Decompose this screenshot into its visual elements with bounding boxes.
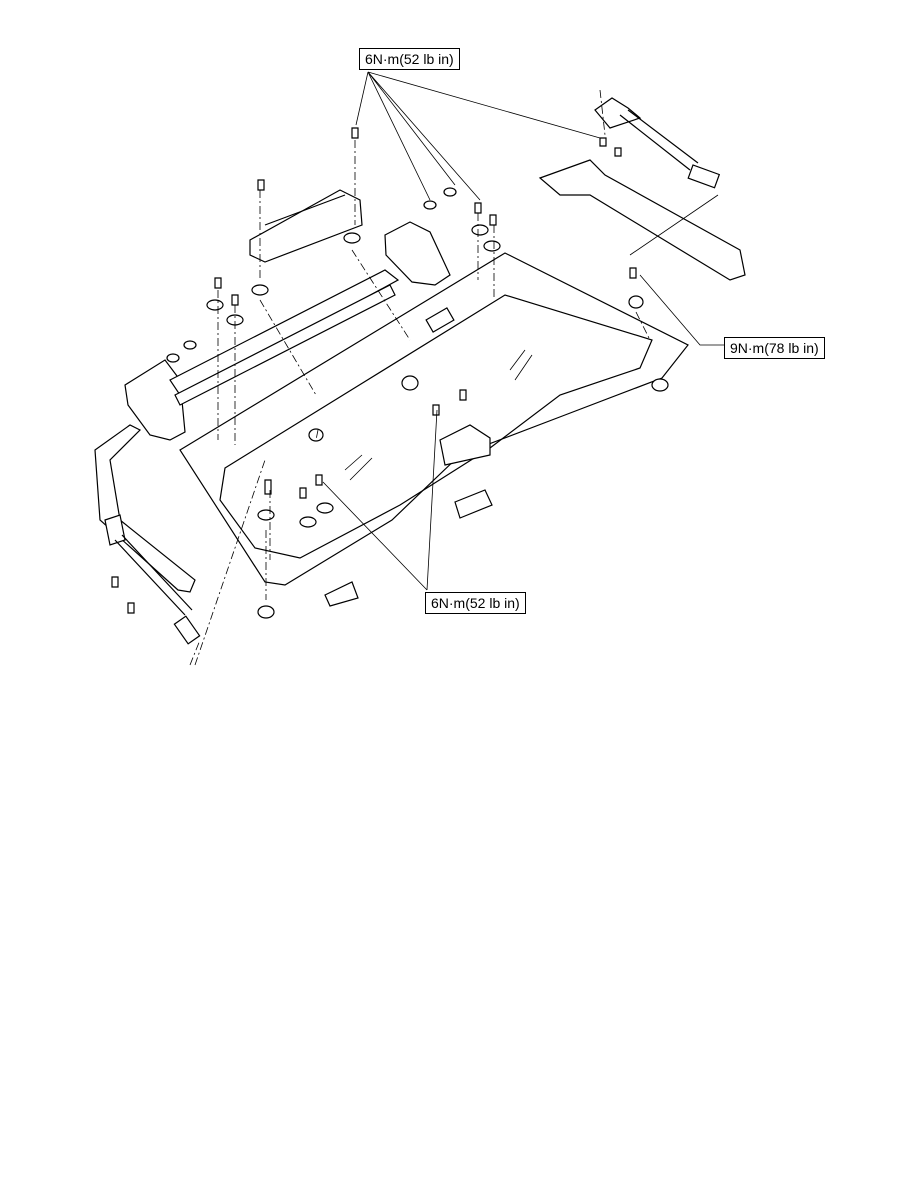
glass-channel-left — [94, 424, 196, 593]
hinge-right — [384, 221, 451, 286]
glass-panel — [179, 252, 689, 586]
torque-label-top: 6N·m(52 lb in) — [359, 48, 460, 70]
leader-lines — [322, 71, 725, 591]
gas-strut-left — [104, 514, 201, 645]
weatherstrip — [169, 269, 400, 406]
torque-label-bottom: 6N·m(52 lb in) — [425, 592, 526, 614]
torque-label-right: 9N·m(78 lb in) — [724, 337, 825, 359]
latches — [324, 424, 493, 607]
alignment-lines — [189, 89, 651, 666]
glass-channel-right — [538, 159, 746, 281]
hinge-center — [249, 189, 363, 263]
fasteners — [111, 127, 669, 619]
gas-strut-right — [594, 97, 721, 189]
